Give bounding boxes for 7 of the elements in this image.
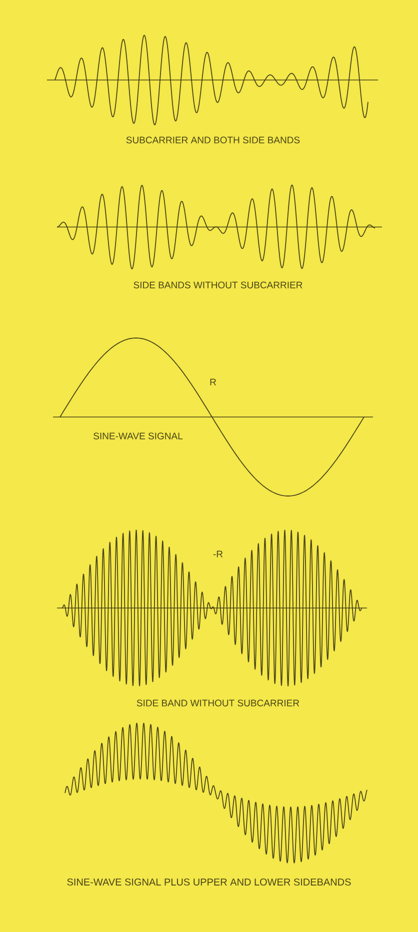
- waveform-caption: SIDE BAND WITHOUT SUBCARRIER: [136, 700, 300, 706]
- waveform-caption: SUBCARRIER AND BOTH SIDE BANDS: [126, 136, 300, 144]
- point-label: R: [210, 378, 216, 386]
- waveform-caption: SINE-WAVE SIGNAL PLUS UPPER AND LOWER SIDEBANDS: [67, 878, 351, 886]
- waveform-caption: SIDE BANDS WITHOUT SUBCARRIER: [134, 282, 302, 288]
- waveform-caption: SINE-WAVE SIGNAL: [94, 432, 183, 440]
- point-label: -R: [213, 550, 223, 558]
